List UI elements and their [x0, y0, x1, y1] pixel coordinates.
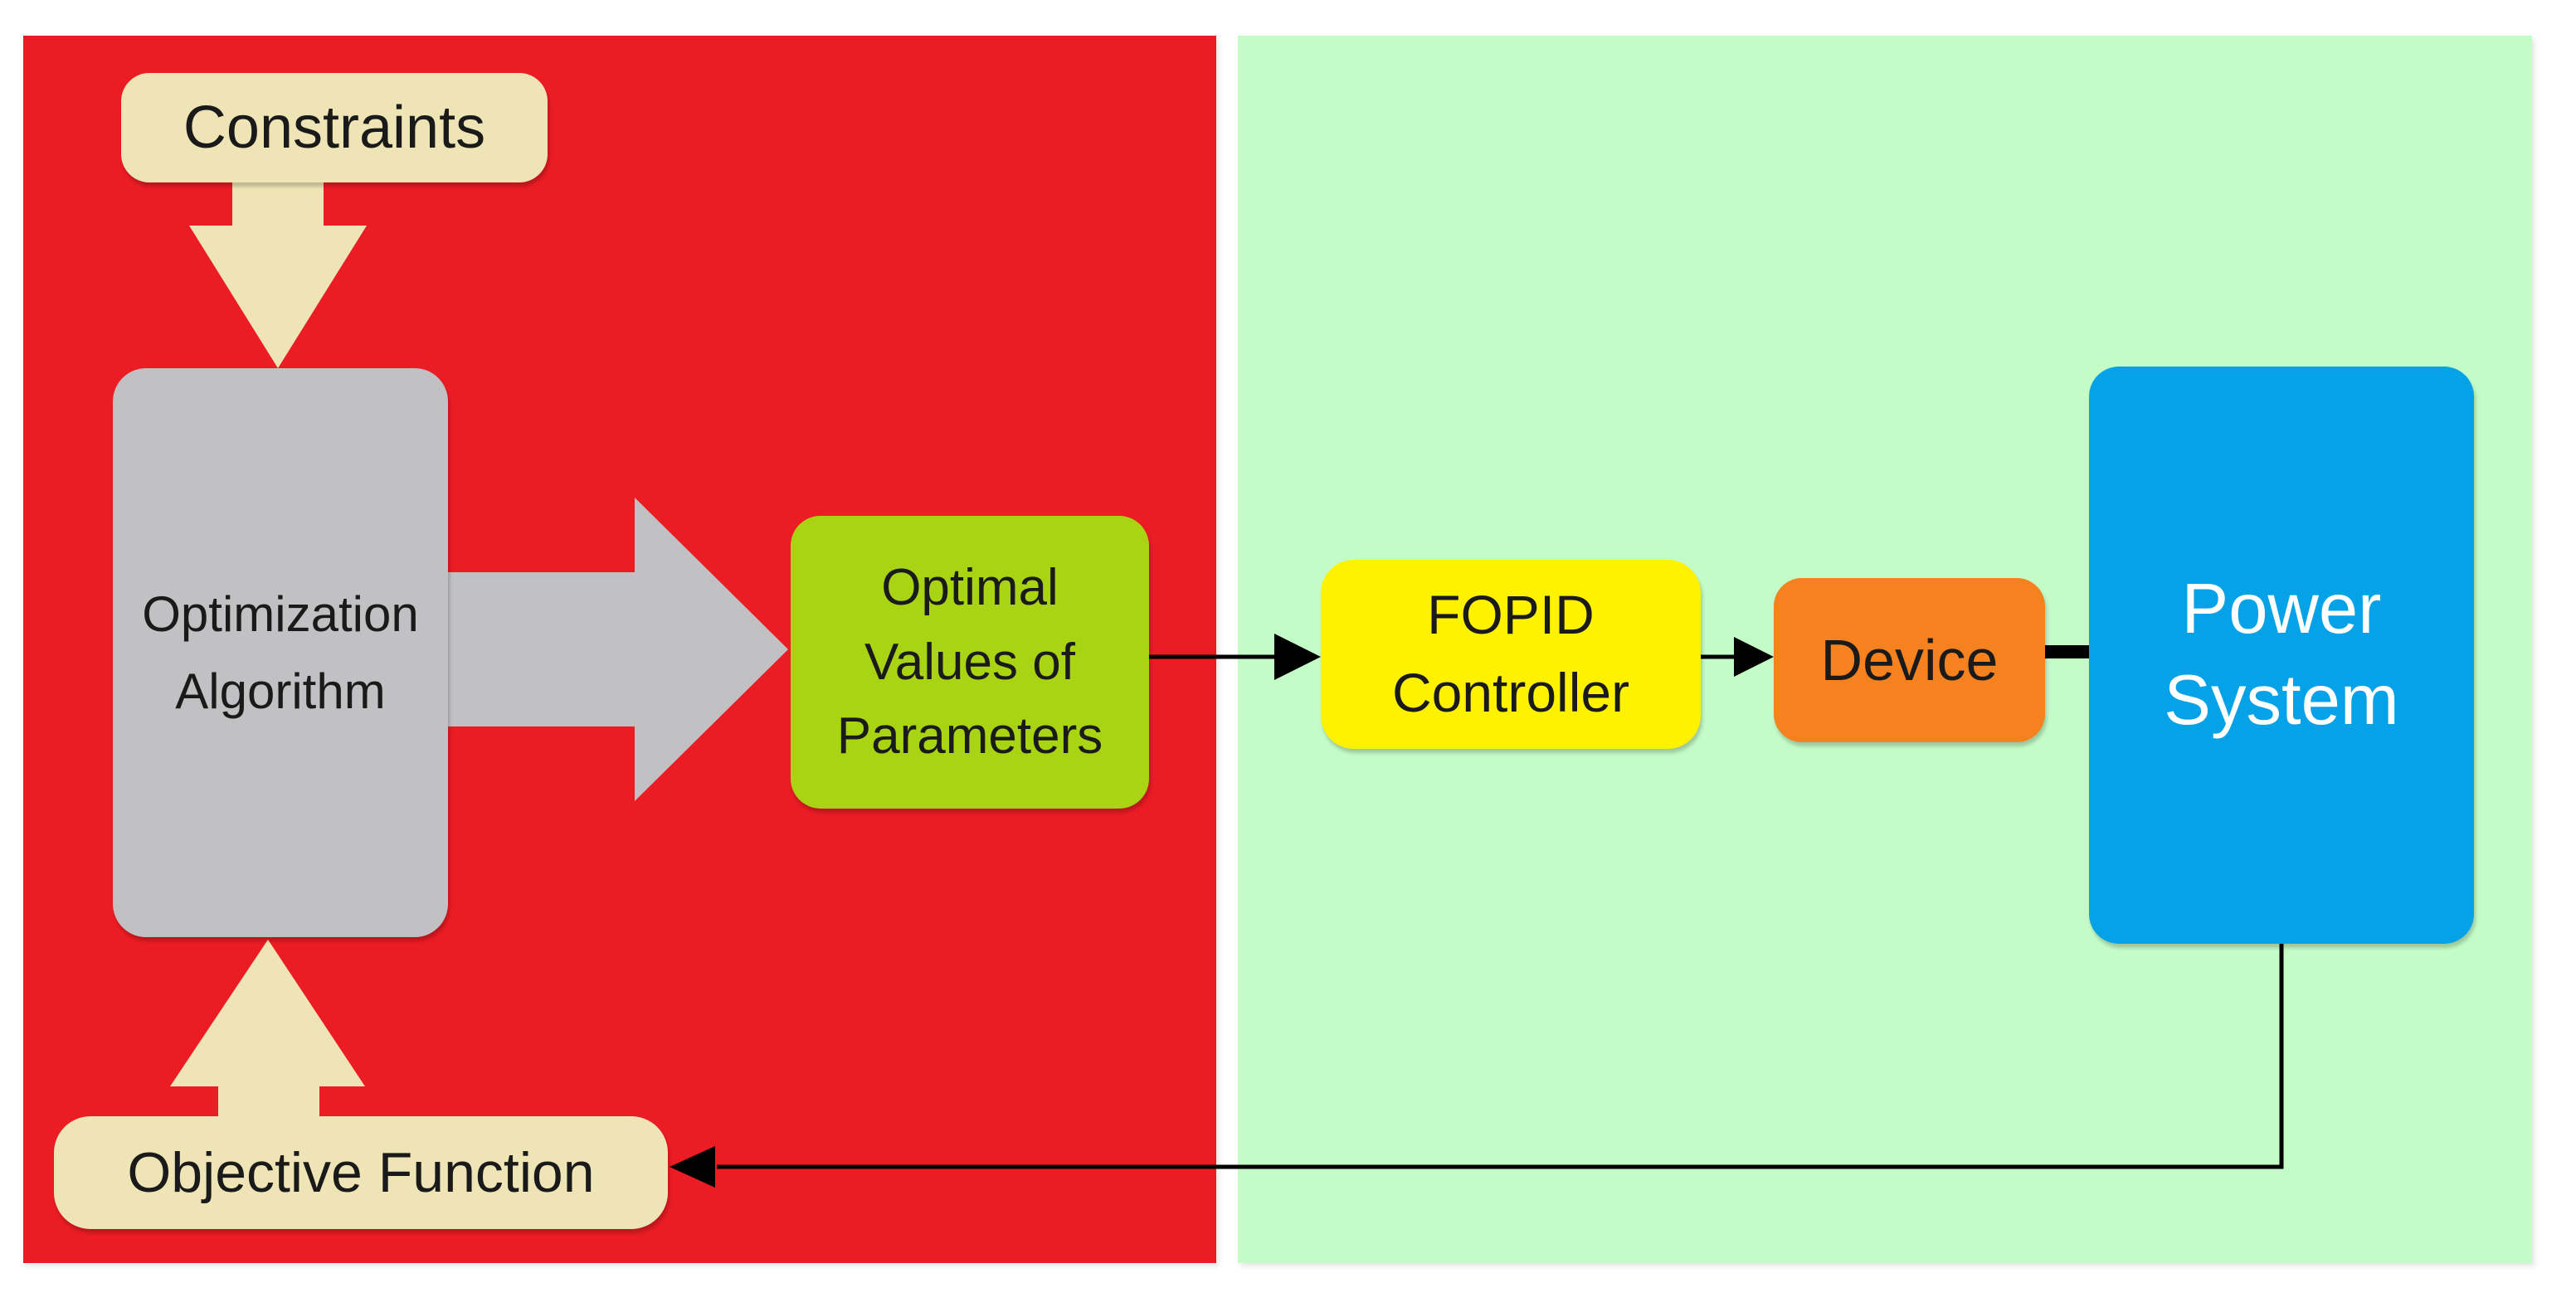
- optimal-values-label-line1: Optimal: [881, 558, 1059, 616]
- fopid-controller-node: FOPID Controller: [1321, 560, 1701, 749]
- optimization-algorithm-label-line2: Algorithm: [175, 663, 386, 719]
- optimal-values-label-line3: Parameters: [836, 707, 1103, 765]
- fopid-controller-label-line1: FOPID: [1427, 584, 1595, 646]
- fopid-to-device-arrowhead: [1734, 637, 1774, 677]
- power-to-objective-arrowhead: [670, 1146, 715, 1188]
- constraints-to-algorithm-arrow: [189, 182, 367, 368]
- constraints-label: Constraints: [183, 95, 486, 161]
- power-system-node: Power System: [2089, 367, 2474, 944]
- optimization-algorithm-label-line1: Optimization: [142, 586, 419, 642]
- optimization-algorithm-node: Optimization Algorithm: [113, 368, 448, 937]
- objective-function-label: Objective Function: [127, 1141, 595, 1204]
- optimal-values-node: Optimal Values of Parameters: [791, 516, 1149, 809]
- power-to-objective-feedback-line: [717, 944, 2284, 1169]
- objective-to-algorithm-arrow: [170, 940, 365, 1116]
- optimal-values-label-line2: Values of: [864, 633, 1075, 691]
- objective-function-node: Objective Function: [54, 1116, 668, 1229]
- optimal-to-fopid-arrowhead: [1274, 634, 1321, 680]
- algorithm-to-optimal-arrow: [444, 498, 788, 801]
- device-node: Device: [1774, 578, 2045, 742]
- power-system-label-line2: System: [2164, 661, 2399, 740]
- power-system-label-line1: Power: [2181, 569, 2382, 649]
- device-label: Device: [1820, 628, 1999, 692]
- constraints-node: Constraints: [121, 73, 548, 182]
- fopid-controller-label-line2: Controller: [1391, 662, 1630, 723]
